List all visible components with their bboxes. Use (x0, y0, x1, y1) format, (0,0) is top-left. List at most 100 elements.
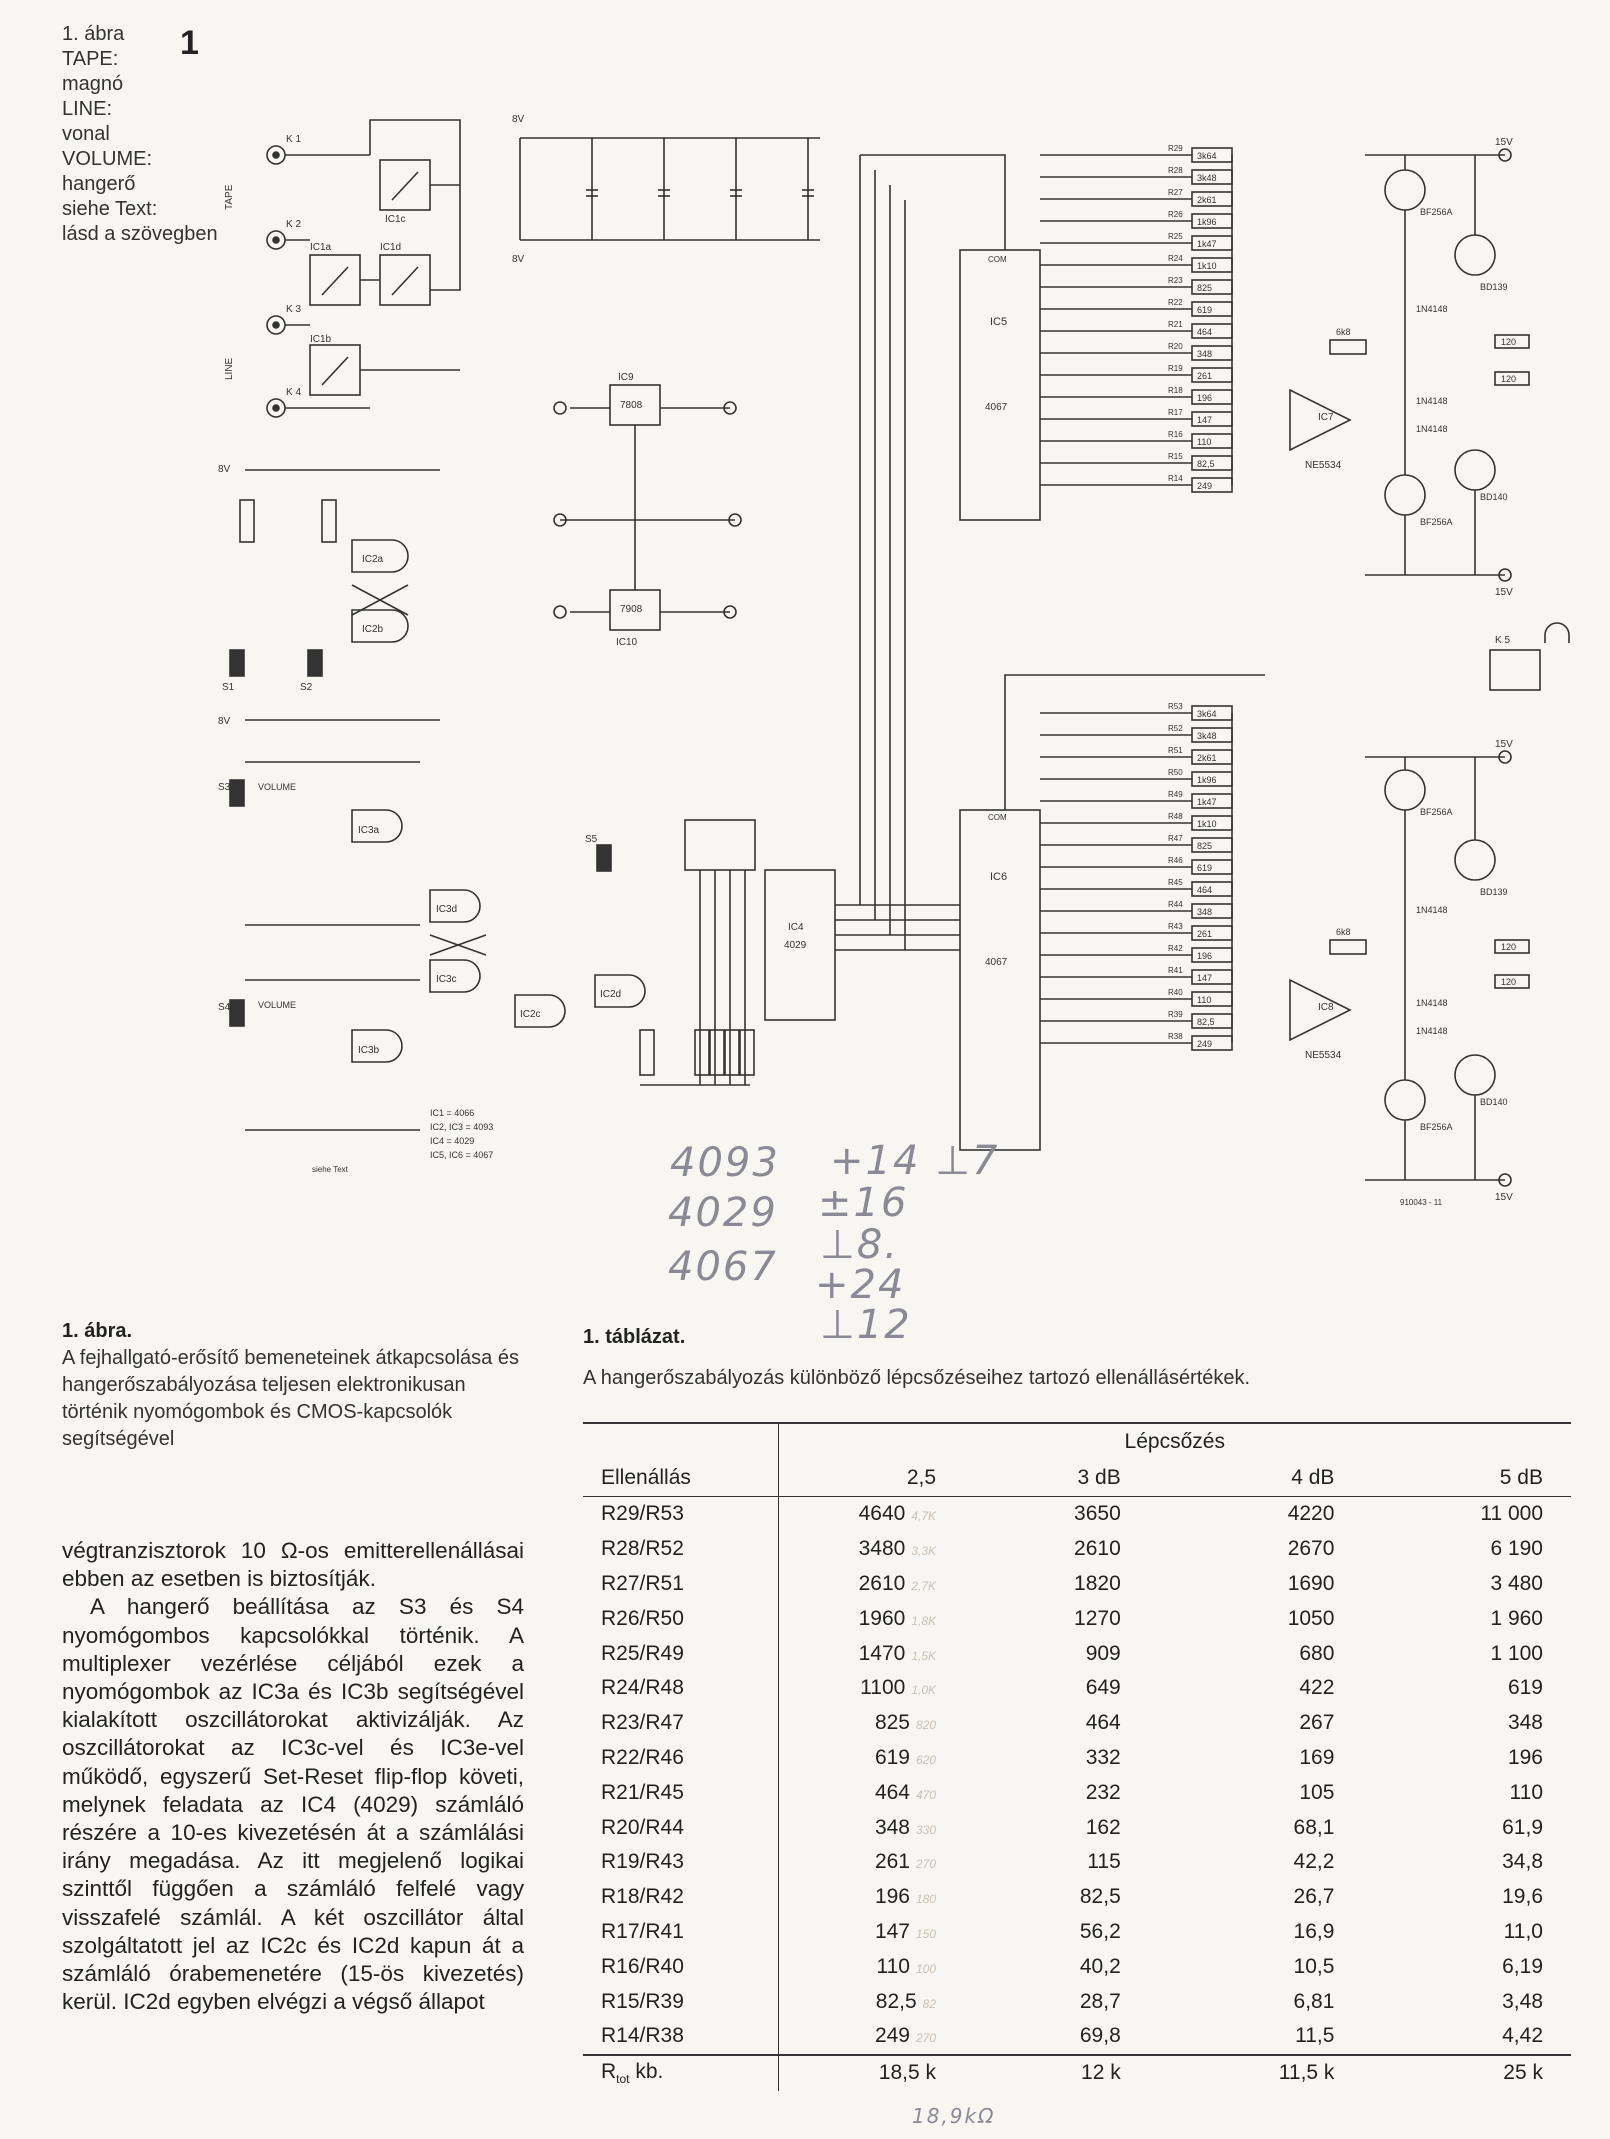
ladder-value: 3k64 (1197, 151, 1217, 161)
figure-caption: 1. ábra. A fejhallgató-erősítő bemenetei… (62, 1318, 527, 1453)
opamp-label: IC7 (1318, 412, 1334, 423)
volume-label: VOLUME (258, 1000, 296, 1010)
pencil-mark: 1,0K (911, 1683, 937, 1698)
voltage-regulators: 7808 7908 IC9 IC10 (553, 372, 742, 648)
resistor-name-cell: R27/R51 (583, 1566, 779, 1602)
value-cell: 4220 (1287, 1502, 1335, 1526)
value-cell: 1270 (1074, 1606, 1121, 1630)
ic-note: IC4 = 4029 (430, 1136, 474, 1146)
value-cell: 3,48 (1502, 1989, 1543, 2013)
ic-type: 4067 (985, 402, 1008, 413)
handwritten-note: ⊥8. (820, 1222, 900, 1268)
ladder-value: 348 (1197, 907, 1212, 917)
jack-label: K 1 (286, 134, 301, 145)
pencil-mark: 820 (915, 1718, 937, 1733)
ladder-ref: R20 (1168, 342, 1183, 351)
transistor-type: BD139 (1480, 887, 1508, 897)
volume-control: IC3a IC3b IC3d IC3c IC2c IC2d S3 S4 VOLU… (218, 761, 646, 1174)
total-cell: 12 k (976, 2053, 1151, 2091)
jack-label: K 2 (286, 219, 301, 230)
regulator-label: IC10 (616, 637, 638, 648)
value-cell: 16,9 (1293, 1919, 1335, 1943)
value-cell: 649 (1085, 1676, 1121, 1700)
pencil-mark: 4,7K (911, 1509, 937, 1524)
pencil-mark: 150 (915, 1926, 937, 1941)
legend-line: lásd a szövegben (62, 223, 218, 245)
value-cell: 1690 (1287, 1571, 1335, 1595)
caption-text: A fejhallgató-erősítő bemeneteinek átkap… (62, 1347, 519, 1450)
transistor-type: BF256A (1420, 807, 1453, 817)
value-cell: 3650 (1074, 1502, 1121, 1526)
value-cell: 162 (1085, 1815, 1121, 1839)
siehe-note: siehe Text (312, 1165, 349, 1174)
jack-label: K 4 (286, 387, 301, 398)
pencil-mark: 3,3K (911, 1544, 937, 1559)
value-cell: 6,19 (1502, 1954, 1543, 1978)
jack-label: K 3 (286, 304, 301, 315)
value-cell: 619 (1507, 1676, 1543, 1700)
pin-label: COM (988, 813, 1007, 822)
value-cell: 19,6 (1502, 1885, 1543, 1909)
diode-type: 1N4148 (1416, 1026, 1448, 1036)
transistor-type: BD139 (1480, 282, 1508, 292)
value-cell: 169 (1299, 1745, 1335, 1769)
handwritten-note: 4093 (670, 1140, 780, 1186)
gate-label: IC3b (358, 1045, 380, 1056)
resistor-value: 120 (1501, 942, 1516, 952)
ic-label: IC5 (990, 316, 1007, 328)
value-cell: 1820 (1074, 1571, 1121, 1595)
ladder-ref: R19 (1168, 364, 1183, 373)
pencil-mark: 270 (915, 2031, 937, 2046)
total-cell: 18,5 k (778, 2053, 977, 2091)
value-cell: 68,1 (1293, 1815, 1335, 1839)
value-cell: 56,2 (1079, 1919, 1121, 1943)
output-stage-lower: IC8 NE5534 6k8 BF256A BF256A BD139 BD140… (1289, 739, 1530, 1207)
ladder-value: 261 (1197, 929, 1212, 939)
ic6-multiplexer: IC6 4067 COM (959, 674, 1265, 1151)
decoupling-block: 8V 8V (512, 114, 820, 265)
gate-label: IC3a (358, 825, 380, 836)
ladder-value: 196 (1197, 393, 1212, 403)
value-cell: 115 (1087, 1850, 1121, 1874)
ladder-value: 3k48 (1197, 731, 1217, 741)
ladder-value: 110 (1197, 437, 1211, 447)
transistor-type: BF256A (1420, 207, 1453, 217)
diode-type: 1N4148 (1416, 304, 1448, 314)
ladder-value: 110 (1197, 995, 1211, 1005)
opamp-label: IC8 (1318, 1002, 1334, 1013)
ladder-value: 464 (1197, 327, 1212, 337)
resistor-value: 120 (1501, 337, 1516, 347)
handwritten-note: 4029 (668, 1190, 778, 1236)
ladder-ref: R21 (1168, 320, 1183, 329)
ladder-ref: R22 (1168, 298, 1183, 307)
figure-number: 1 (180, 24, 199, 62)
ladder-value: 825 (1197, 841, 1212, 851)
ladder-value: 147 (1197, 973, 1212, 983)
ladder-ref: R15 (1168, 452, 1183, 461)
transistor-type: BD140 (1480, 1097, 1508, 1107)
ic2-flipflop: IC2a IC2b S1 S2 8V 8V (218, 464, 440, 727)
paragraph: A hangerő beállítása az S3 és S4 nyomógo… (62, 1594, 524, 2015)
table-caption: A hangerőszabályozás különböző lépcsőzés… (583, 1367, 1251, 1389)
ladder-ref: R40 (1168, 988, 1183, 997)
total-cell: 25 k (1364, 2053, 1571, 2091)
value-cell: 6,81 (1293, 1989, 1335, 2013)
resistor-table: Lépcsőzés Ellenállás 2,5 3 dB 4 dB 5 dB … (583, 1422, 1571, 2091)
value-cell: 232 (1085, 1780, 1121, 1804)
ladder-value: 2k61 (1197, 753, 1217, 763)
resistor-ladder-lower: 3k64R533k48R522k61R511k96R501k47R491k10R… (1040, 702, 1233, 1051)
handwritten-note: ⊥12 (820, 1302, 912, 1348)
